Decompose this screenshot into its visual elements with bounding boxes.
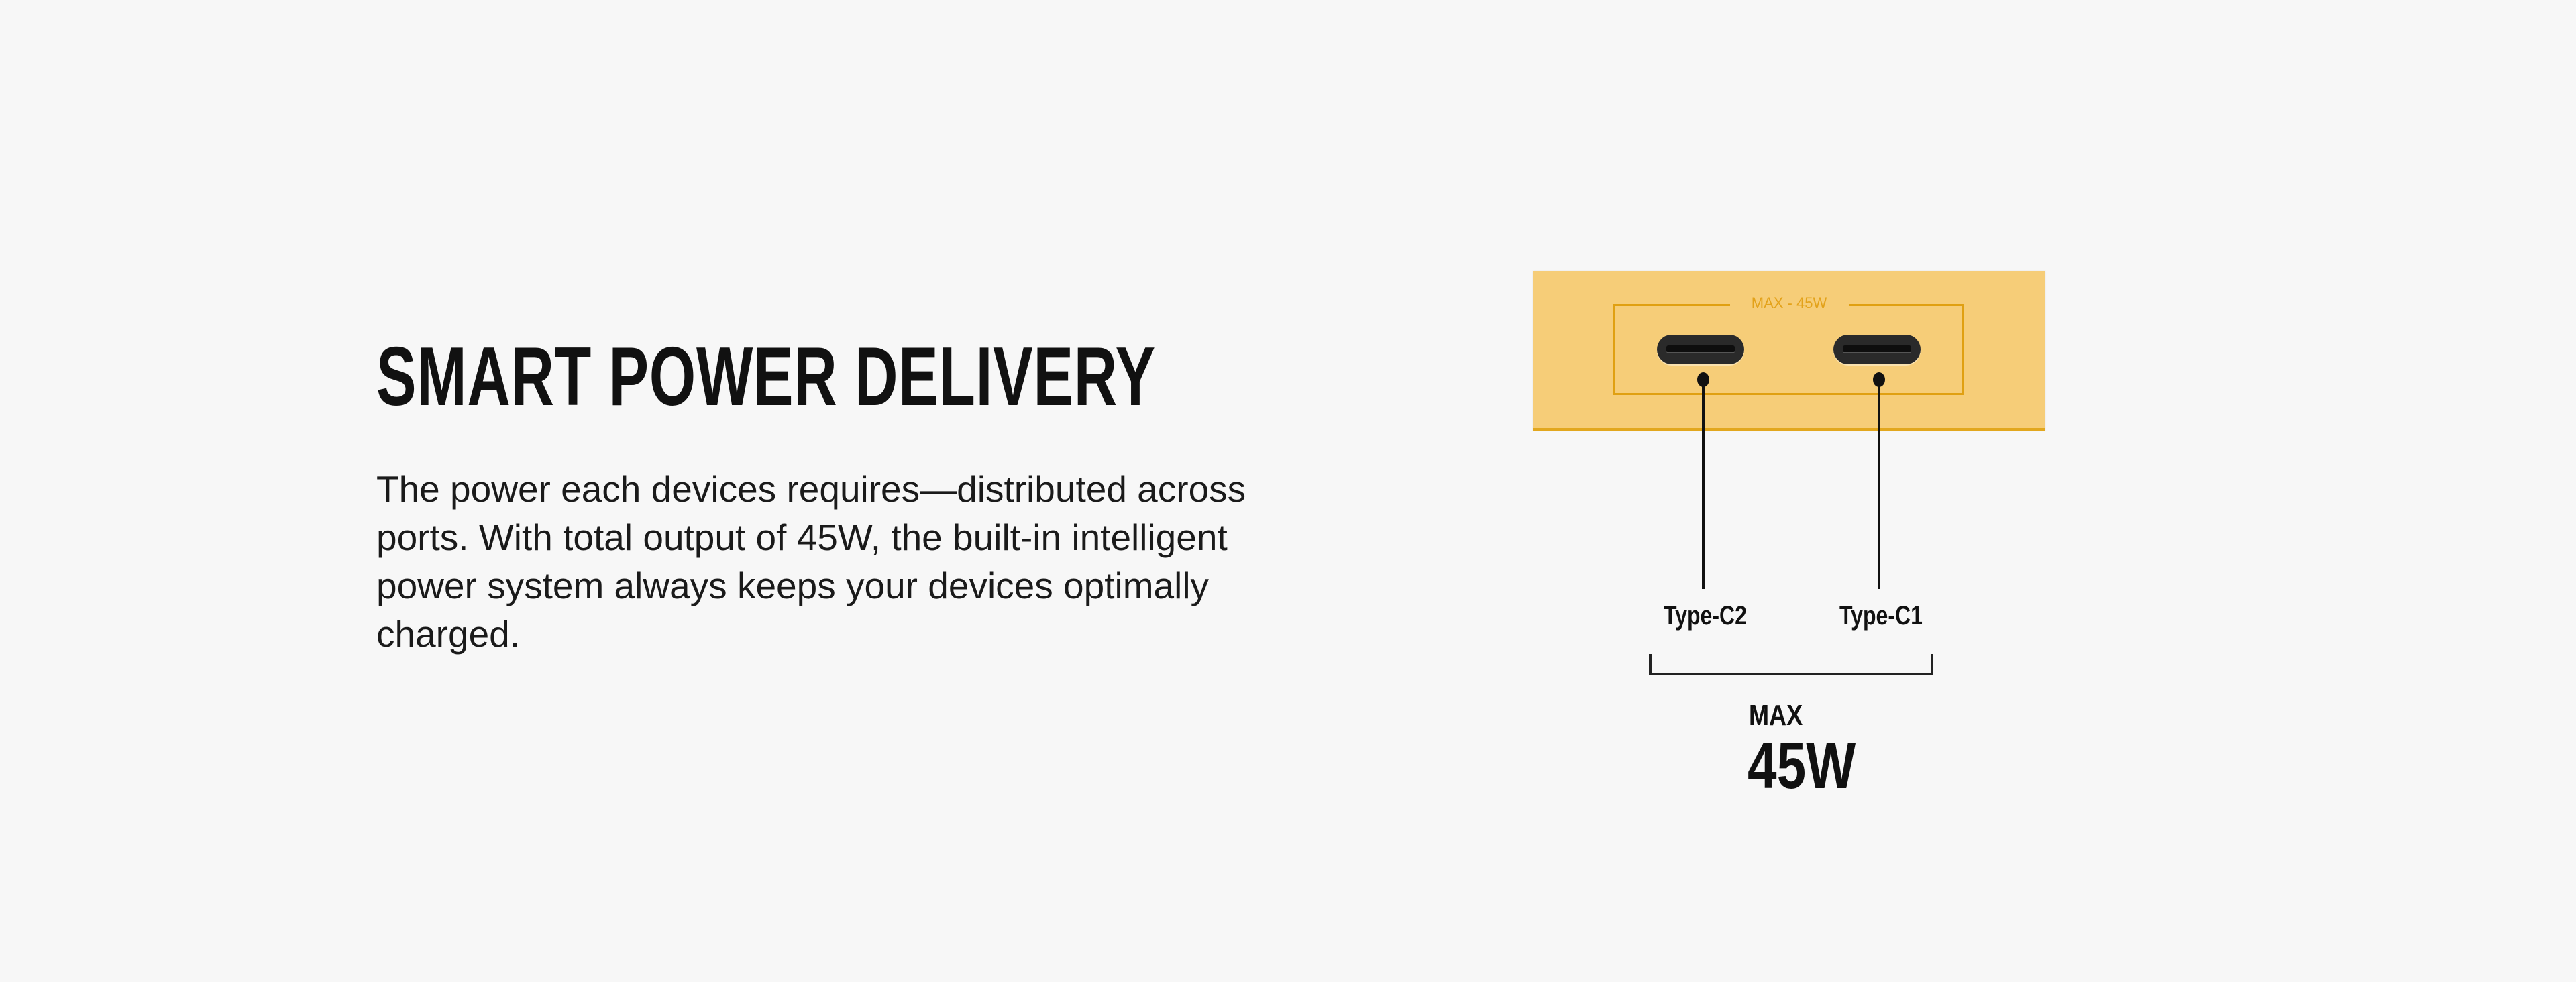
power-bank-device-illustration: MAX - 45W bbox=[1533, 271, 2045, 431]
port-label-type-c2: Type-C2 bbox=[1664, 601, 1747, 631]
port-frame-top-right bbox=[1849, 304, 1964, 306]
section-heading: SMART POWER DELIVERY bbox=[376, 331, 1156, 423]
port-frame-top-left bbox=[1613, 304, 1730, 306]
usb-c-port-2 bbox=[1657, 335, 1744, 364]
callout-line-c1 bbox=[1878, 380, 1880, 589]
max-engraving: MAX - 45W bbox=[1751, 294, 1827, 311]
ports-bracket bbox=[1649, 654, 1933, 675]
max-wattage: 45W bbox=[1748, 728, 1856, 802]
max-label: MAX bbox=[1749, 699, 1803, 732]
port-label-type-c1: Type-C1 bbox=[1839, 601, 1923, 631]
callout-line-c2 bbox=[1702, 380, 1705, 589]
port-frame bbox=[1613, 304, 1964, 395]
usb-c-port-1 bbox=[1833, 335, 1921, 364]
section-description: The power each devices requires—distribu… bbox=[376, 468, 1246, 655]
